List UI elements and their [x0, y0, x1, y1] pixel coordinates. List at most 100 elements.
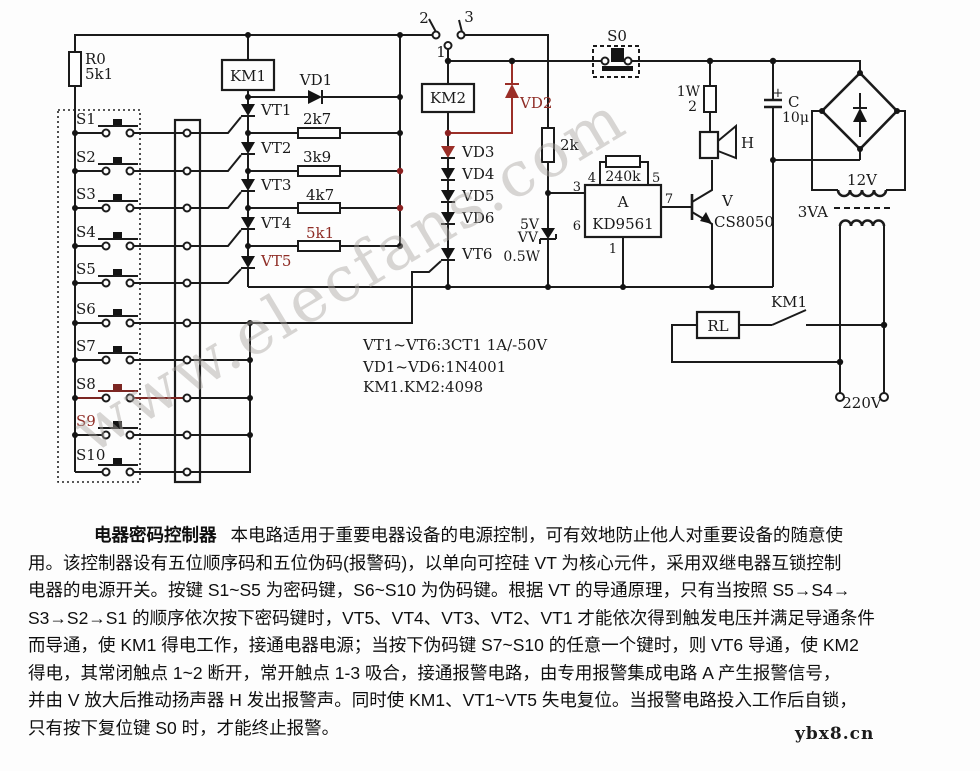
description-line: 并由 V 放大后推动扬声器 H 发出报警声。同时使 KM1、VT1~VT5 失电…: [28, 690, 857, 710]
vd2-label: VD2: [519, 94, 552, 112]
resistor-2k7: 2k7: [248, 110, 400, 139]
mains-terminal-left: [835, 392, 845, 402]
zener-voltage-label: 5V: [520, 217, 540, 233]
vd3-label: VD3: [461, 143, 494, 161]
ic-pin7-label: 7: [665, 192, 673, 207]
ic-pin5-label: 5: [652, 171, 660, 186]
junction-dots: [72, 32, 900, 438]
zener-ref-label: VV: [517, 230, 539, 246]
s0-contact-bar: [602, 66, 633, 71]
circuit-wires: [74, 18, 906, 473]
key-switch-s4: S4: [75, 223, 192, 251]
contact-2-label: 2: [419, 9, 429, 27]
note-km: KM1.KM2:4098: [363, 378, 483, 396]
thyristor-vt4: VT4: [241, 214, 291, 232]
transistor-part: CS8050: [714, 213, 774, 231]
reset-button-s0: S0: [592, 27, 640, 78]
diode-vd5: VD5: [441, 187, 494, 205]
ic-pin3-label: 3: [573, 180, 581, 195]
resistor-2k: 2k: [541, 127, 580, 163]
vt2-label: VT2: [260, 139, 291, 157]
resistor-5k1: 5k1: [248, 224, 400, 252]
diode-vd4: VD4: [441, 165, 494, 183]
r-2k-label: 2k: [560, 136, 580, 154]
description-line: 而导通，使 KM1 得电工作，接通电器电源；当按下伪码键 S7~S10 的任意一…: [28, 635, 859, 655]
secondary-voltage-label: 12V: [847, 171, 878, 189]
s0-label: S0: [607, 27, 627, 45]
vd4-label: VD4: [461, 165, 494, 183]
zener-power-label: 0.5W: [503, 249, 540, 265]
ic-pin6-label: 6: [573, 219, 581, 234]
description-line: S3→S2→S1 的顺序依次按下密码键时，VT5、VT4、VT3、VT2、VT1…: [28, 607, 875, 628]
km2-label: KM2: [430, 89, 466, 107]
s7-label: S7: [76, 337, 96, 355]
vt4-label: VT4: [260, 214, 291, 232]
thyristor-vt5: VT5: [241, 252, 291, 270]
s4-label: S4: [76, 223, 96, 241]
cap-polarity: +: [773, 86, 784, 101]
thyristor-vt6: VT6: [441, 245, 492, 263]
bridge-diode-symbol: [853, 108, 867, 122]
s8-label: S8: [76, 375, 96, 393]
key-switch-s6: S6: [75, 300, 192, 328]
mains-voltage-label: 220V: [842, 394, 883, 412]
thyristor-vt2: VT2: [241, 139, 291, 157]
contact-3-label: 3: [464, 8, 474, 26]
key-switch-s3: S3: [75, 185, 192, 213]
s2-label: S2: [76, 148, 96, 166]
key-switch-s2: S2: [75, 148, 192, 176]
key-switch-s5: S5: [75, 260, 192, 288]
diode-vd6: VD6: [441, 209, 494, 227]
vd1-label: VD1: [299, 71, 332, 89]
resistor-r0: R0 5k1: [68, 50, 113, 87]
contact-1-label: 1: [436, 43, 446, 61]
resistor-3k9: 3k9: [248, 148, 400, 177]
transistor-cs8050: V CS8050: [690, 192, 774, 231]
vt6-label: VT6: [461, 245, 492, 263]
description-line: 电器的电源开关。按键 S1~S5 为密码键，S6~S10 为伪码键。根据 VT …: [28, 580, 851, 600]
vd6-label: VD6: [461, 209, 494, 227]
r0-ref-label: R0: [85, 50, 106, 68]
alarm-ic-kd9561: 240k A KD9561 4 5 3 6 7 1: [573, 155, 673, 257]
ic-designator: A: [617, 193, 629, 211]
circuit-schematic: R0 5k1 KM1 VD1 2 3 1 KM2: [57, 8, 906, 484]
vt5-label: VT5: [260, 252, 291, 270]
speaker-h: H: [698, 123, 754, 160]
description-paragraph: 电器密码控制器本电路适用于重要电器设备的电源控制，可有效地防止他人对重要设备的随…: [28, 522, 958, 742]
vt3-label: VT3: [260, 176, 291, 194]
key-switch-s9: S9: [75, 412, 192, 440]
key-switch-s10: S10: [75, 446, 192, 477]
secondary-winding: [836, 189, 888, 198]
ic-part-number: KD9561: [592, 215, 653, 233]
description-text-1: 本电路适用于重要电器设备的电源控制，可有效地防止他人对重要设备的随意使: [230, 525, 844, 545]
va-rating-label: 3VA: [798, 203, 828, 221]
description-line: 得电，其常闭触点 1~2 断开，常开触点 1-3 吸合，接通报警电路，由专用报警…: [28, 662, 841, 683]
diode-vd1: VD1: [299, 71, 332, 104]
capacitor-c: + C 10μ: [764, 86, 809, 126]
r-4k7-label: 4k7: [306, 186, 334, 204]
r-3k9-label: 3k9: [303, 148, 331, 166]
vt1-label: VT1: [260, 101, 291, 119]
cap-value: 10μ: [782, 110, 809, 126]
note-vt: VT1~VT6:3CT1 1A/-50V: [362, 336, 548, 354]
diode-vd2: VD2: [448, 61, 552, 134]
r-2k7-label: 2k7: [303, 110, 331, 128]
primary-winding: [838, 219, 886, 227]
r-spk-power-label: 1W: [677, 84, 701, 100]
s0-plunger: [611, 48, 624, 62]
r-5k1-label: 5k1: [306, 224, 334, 242]
thyristor-vt3: VT3: [241, 176, 291, 194]
mains-terminal-right: [879, 392, 889, 402]
zener-vv: 5V VV 0.5W: [503, 217, 557, 265]
s1-label: S1: [76, 110, 96, 128]
component-notes: VT1~VT6:3CT1 1A/-50V VD1~VD6:1N4001 KM1.…: [362, 336, 548, 396]
key-switch-s1: S1: [75, 110, 192, 138]
km1-label: KM1: [230, 67, 266, 85]
km2-changeover-contact: 2 3 1: [419, 8, 474, 61]
description-line: 电器密码控制器本电路适用于重要电器设备的电源控制，可有效地防止他人对重要设备的随…: [28, 522, 958, 550]
km1-contact-label: KM1: [771, 293, 807, 311]
diode-vd3: VD3: [441, 143, 494, 161]
connector-strip: [173, 118, 202, 484]
key-switch-s7: S7: [75, 337, 192, 365]
